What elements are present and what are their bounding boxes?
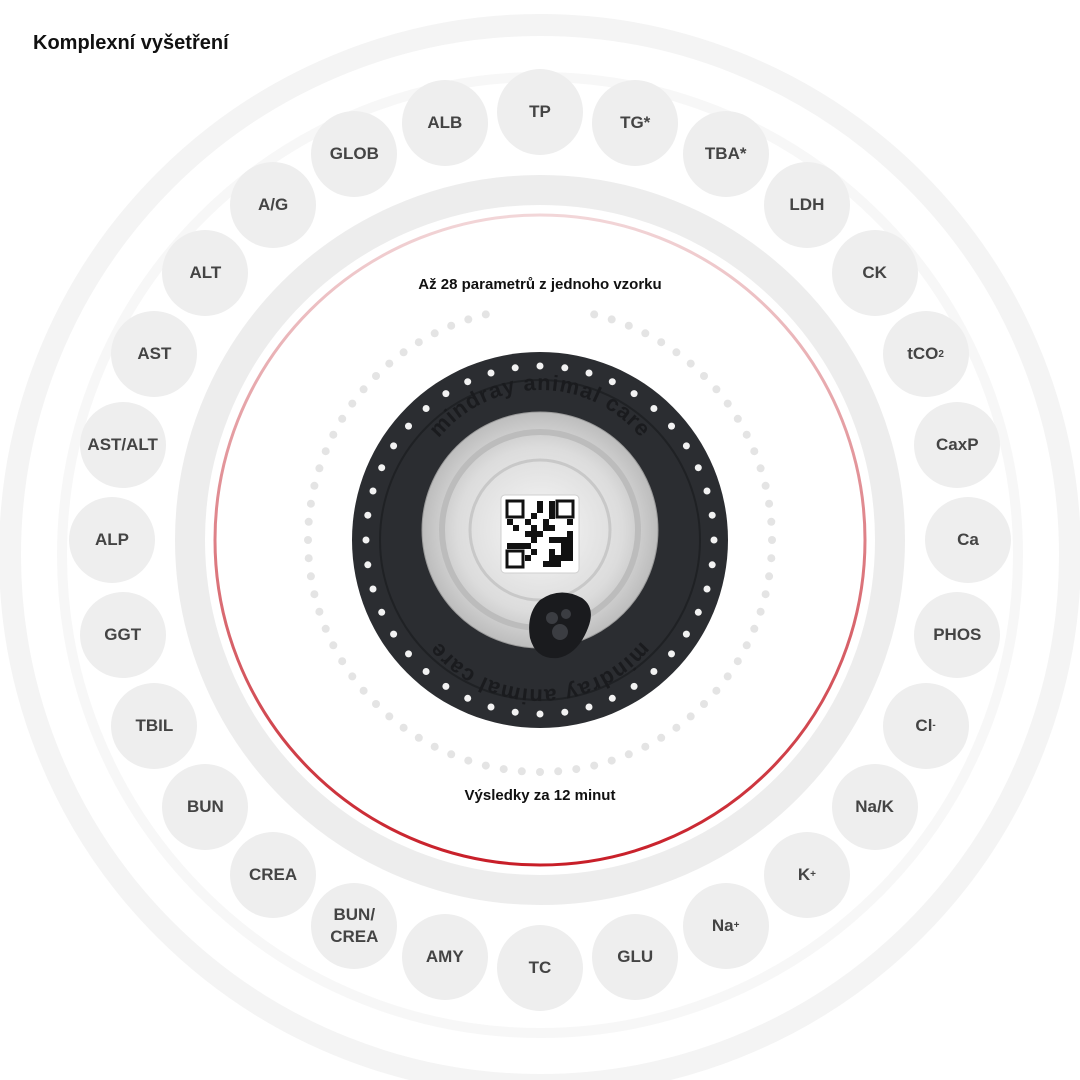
dotted-track [304, 310, 776, 776]
parameter-a-g: A/G [230, 162, 317, 249]
parameter-crea: CREA [230, 831, 317, 918]
parameter-tba: TBA* [682, 111, 769, 198]
parameter-tp: TP [497, 69, 583, 155]
parameter-glob: GLOB [311, 111, 398, 198]
parameter-tbil: TBIL [111, 682, 198, 769]
paw-icon [529, 592, 591, 659]
page-title: Komplexní vyšetření [33, 32, 229, 54]
reagent-disc: mindray animal care mindray animal care [352, 352, 728, 728]
caption-results-time: Výsledky za 12 minut [464, 787, 616, 804]
qr-code [500, 494, 580, 574]
parameter-ca: Ca [925, 497, 1011, 583]
parameter-k: K+ [763, 831, 850, 918]
parameter-ldh: LDH [763, 162, 850, 249]
parameter-alt: ALT [162, 230, 249, 317]
parameter-caxp: CaxP [914, 401, 1001, 488]
parameter-glu: GLU [592, 914, 679, 1001]
disc-cuvette-holes [362, 362, 718, 718]
parameter-cl: Cl- [882, 682, 969, 769]
parameter-tg: TG* [592, 79, 679, 166]
parameter-ck: CK [831, 230, 918, 317]
parameter-bun: BUN [162, 763, 249, 850]
parameter-bun-crea: BUN/ CREA [311, 882, 398, 969]
parameter-ast-alt: AST/ALT [79, 401, 166, 488]
parameter-alb: ALB [401, 79, 488, 166]
parameter-phos: PHOS [914, 592, 1001, 679]
parameter-alp: ALP [69, 497, 155, 583]
caption-parameters: Až 28 parametrů z jednoho vzorku [418, 276, 662, 293]
outer-ring [0, 14, 1080, 1080]
parameter-ast: AST [111, 311, 198, 398]
parameter-tc: TC [497, 925, 583, 1011]
parameter-ggt: GGT [79, 592, 166, 679]
parameter-amy: AMY [401, 914, 488, 1001]
red-accent-ring [213, 213, 867, 867]
grey-band [175, 175, 905, 905]
parameter-na: Na+ [682, 882, 769, 969]
parameter-na-k: Na/K [831, 763, 918, 850]
